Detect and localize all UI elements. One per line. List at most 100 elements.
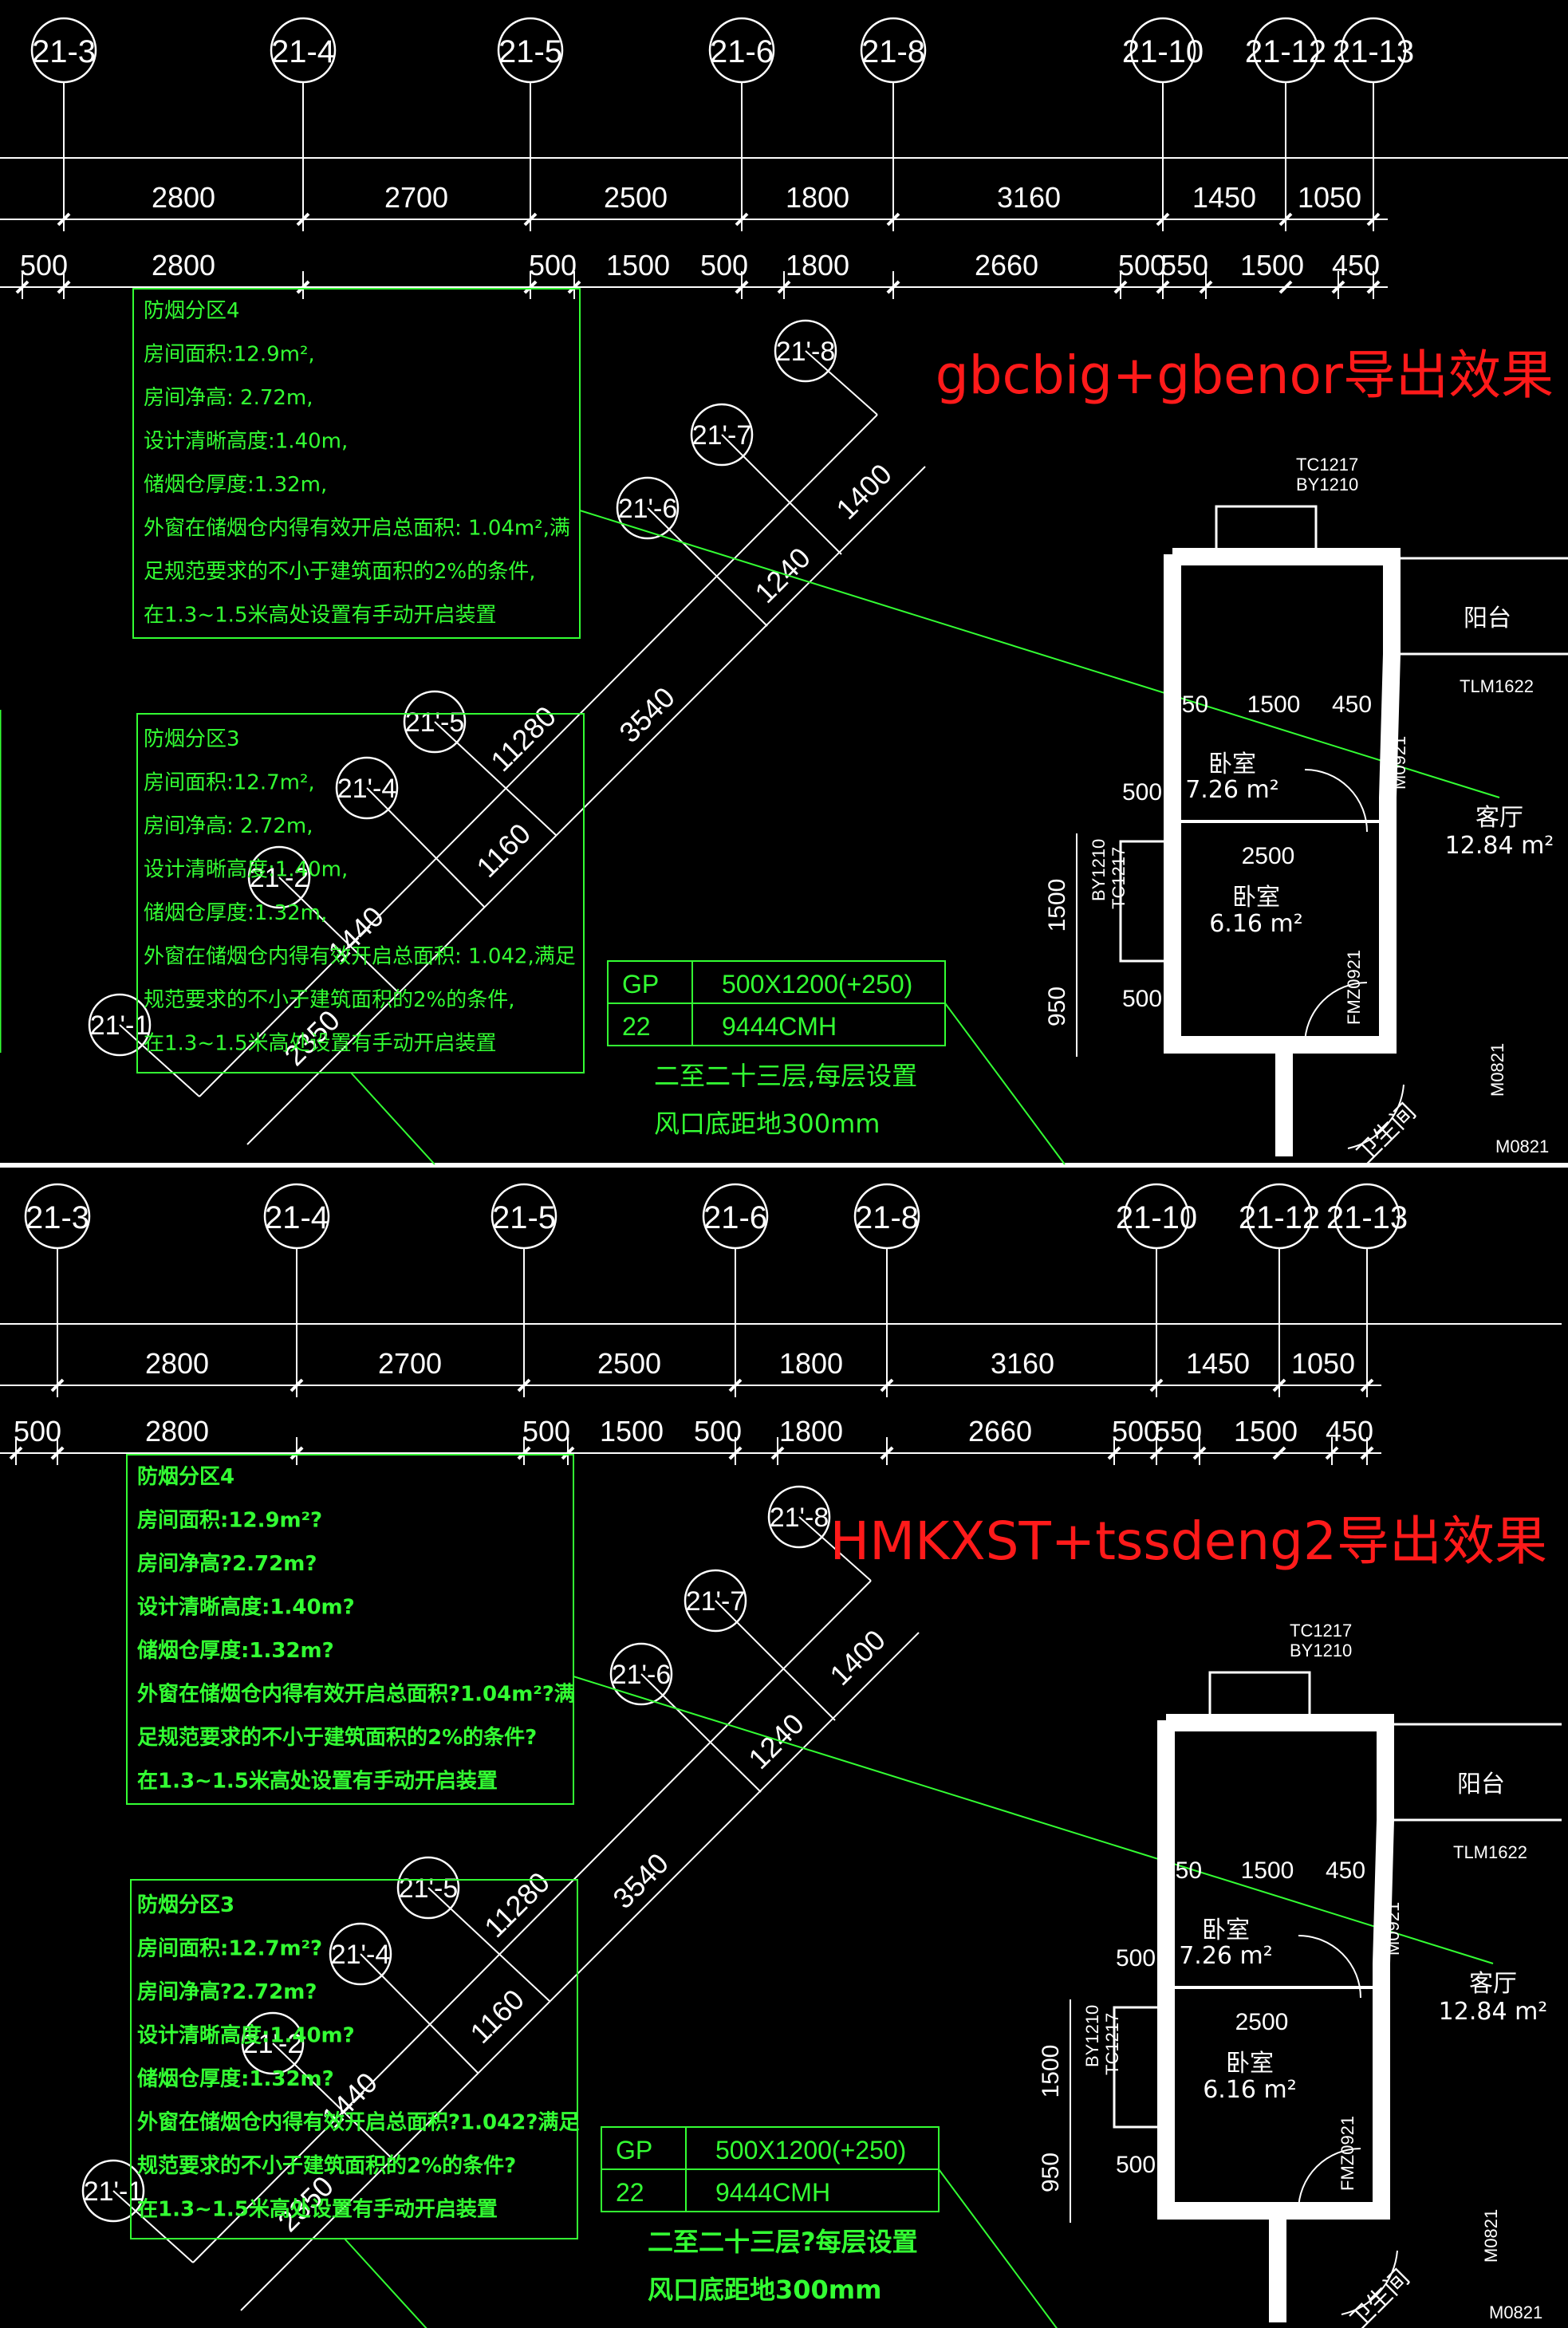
diag-axis-bubble [774, 319, 837, 383]
diag-axis-label: 21'-4 [337, 774, 397, 804]
dim-label: 500 [20, 249, 68, 282]
fan-note: 二至二十三层,每层设置 [654, 1061, 917, 1091]
door-swing [1304, 982, 1368, 1046]
door-swing [1298, 1935, 1361, 1999]
panel-title: HMKXST+tssdeng2导出效果 [830, 1511, 1547, 1572]
door-swing [1304, 769, 1368, 833]
room-living: 客厅 [1469, 1970, 1517, 1998]
room-living: 客厅 [1475, 804, 1523, 832]
note-zone4-line: 足规范要求的不小于建筑面积的2%的条件, [144, 560, 536, 584]
door-window-tag: BY1210 [1290, 1641, 1352, 1660]
door-window-tag: TC1217 [1109, 847, 1129, 909]
dim-tick [1366, 212, 1381, 226]
diag-axis-bubble [767, 1485, 831, 1549]
dim-label: 2660 [968, 1415, 1032, 1448]
dim-label: 1450 [1192, 181, 1256, 214]
room-bedroom-2: 卧室 [1226, 2050, 1274, 2078]
diag-axis-line [715, 1600, 836, 1721]
dim-label: 2800 [152, 181, 215, 214]
axis-label: 21-3 [32, 34, 96, 69]
note-zone3-line: 储烟仓厚度:1.32m? [137, 2066, 334, 2091]
fan-table-cell: 22 [622, 1012, 651, 1041]
note-box-zone3 [130, 1879, 578, 2239]
door-window-tag: FMZ0921 [1338, 2116, 1357, 2191]
diag-axis-bubble [88, 993, 152, 1057]
room-dim: 1500 [1044, 879, 1070, 932]
diag-axis-line [366, 787, 486, 908]
diag-axis-line [805, 350, 878, 416]
axis-label: 21-6 [703, 1200, 767, 1235]
note-zone3-line: 储烟仓厚度:1.32m, [144, 901, 327, 925]
panel-title: gbcbig+gbenor导出效果 [936, 345, 1554, 406]
note-zone4-line: 储烟仓厚度:1.32m, [144, 473, 327, 497]
dim-label: 1050 [1298, 181, 1361, 214]
note-zone3-line: 外窗在储烟仓内得有效开启总面积: 1.042,满足 [144, 945, 576, 969]
axis-label: 21-3 [26, 1200, 89, 1235]
axis-label: 21-13 [1333, 34, 1414, 69]
diag-axis-line [272, 2042, 393, 2160]
axis-label: 21-8 [855, 1200, 919, 1235]
room-bedroom-1-area: 7.26 m² [1185, 776, 1279, 804]
diag-axis-label: 21'-1 [84, 2176, 144, 2207]
dim-label: 500 [529, 249, 577, 282]
diag-axis-label: 21'-5 [399, 1873, 459, 1904]
note-zone4-line: 房间净高?2.72m? [137, 1551, 317, 1576]
window-by1210 [1119, 840, 1178, 963]
dim-label: 500 [14, 1415, 61, 1448]
dim-tick [1360, 1378, 1374, 1392]
door-window-tag: BY1210 [1296, 475, 1358, 494]
room-bedroom-2-area: 6.16 m² [1209, 910, 1303, 938]
leader-line [579, 510, 1500, 798]
note-zone3-line: 防烟分区3 [144, 727, 240, 751]
diag-line-a [199, 414, 878, 1097]
door-window-tag: M0821 [1489, 2302, 1542, 2322]
dim-label: 450 [1332, 249, 1380, 282]
dim-label: 1450 [1186, 1347, 1250, 1380]
room-dim: 1500 [1247, 691, 1301, 718]
door-window-tag: TLM1622 [1460, 676, 1534, 696]
dim-tick [886, 212, 900, 226]
room-dim: 1500 [1241, 1857, 1294, 1884]
note-box-zone3 [136, 713, 585, 1073]
dim-tick [296, 212, 310, 226]
dim-label: 2800 [152, 249, 215, 282]
fan-note: 二至二十三层?每层设置 [648, 2227, 918, 2257]
diag-axis-bubble [335, 756, 399, 820]
note-zone3-line: 外窗在储烟仓内得有效开启总面积?1.042?满足 [137, 2110, 579, 2135]
fan-table-cell: GP [622, 970, 659, 999]
door-swing [1347, 1084, 1405, 1149]
room-bedroom-1: 卧室 [1202, 1916, 1250, 1944]
note-zone4-line: 外窗在储烟仓内得有效开启总面积?1.04m²?满 [137, 1682, 575, 1707]
dim-tick [57, 212, 71, 226]
dim-tick [880, 1378, 894, 1392]
dim-label: 1500 [1240, 249, 1304, 282]
diag-axis-bubble [609, 1642, 673, 1706]
dim-tick [728, 1378, 743, 1392]
wall-outline [1164, 548, 1401, 1054]
dim-label: 1050 [1291, 1347, 1355, 1380]
room-dim: 950 [1038, 2153, 1064, 2192]
room-bedroom-2: 卧室 [1232, 884, 1280, 912]
room-living-area: 12.84 m² [1439, 1998, 1548, 2026]
diag-axis-label: 21'-6 [618, 494, 678, 524]
room-balcony: 阳台 [1464, 605, 1511, 632]
door-window-tag: M0821 [1481, 2209, 1501, 2263]
dim-tick [1149, 1378, 1164, 1392]
dim-tick [1272, 1446, 1286, 1460]
door-window-tag: FMZ0921 [1344, 950, 1364, 1025]
diag-axis-line [112, 2190, 194, 2263]
room-dim: 500 [1122, 986, 1162, 1012]
window-by1210 [1113, 2006, 1172, 2129]
dim-label: 1800 [779, 1415, 843, 1448]
note-zone4-line: 设计清晰高度:1.40m? [137, 1595, 355, 1620]
room-dim: 950 [1044, 987, 1070, 1026]
leader-line [344, 2238, 427, 2328]
note-box-zone4 [132, 288, 581, 639]
diag-axis-bubble [690, 403, 754, 467]
diag-axis-label: 21'-5 [405, 707, 465, 738]
dim-tick [1272, 1378, 1286, 1392]
diag-axis-label: 21'-2 [243, 2029, 303, 2059]
note-zone3-line: 防烟分区3 [137, 1893, 234, 1917]
